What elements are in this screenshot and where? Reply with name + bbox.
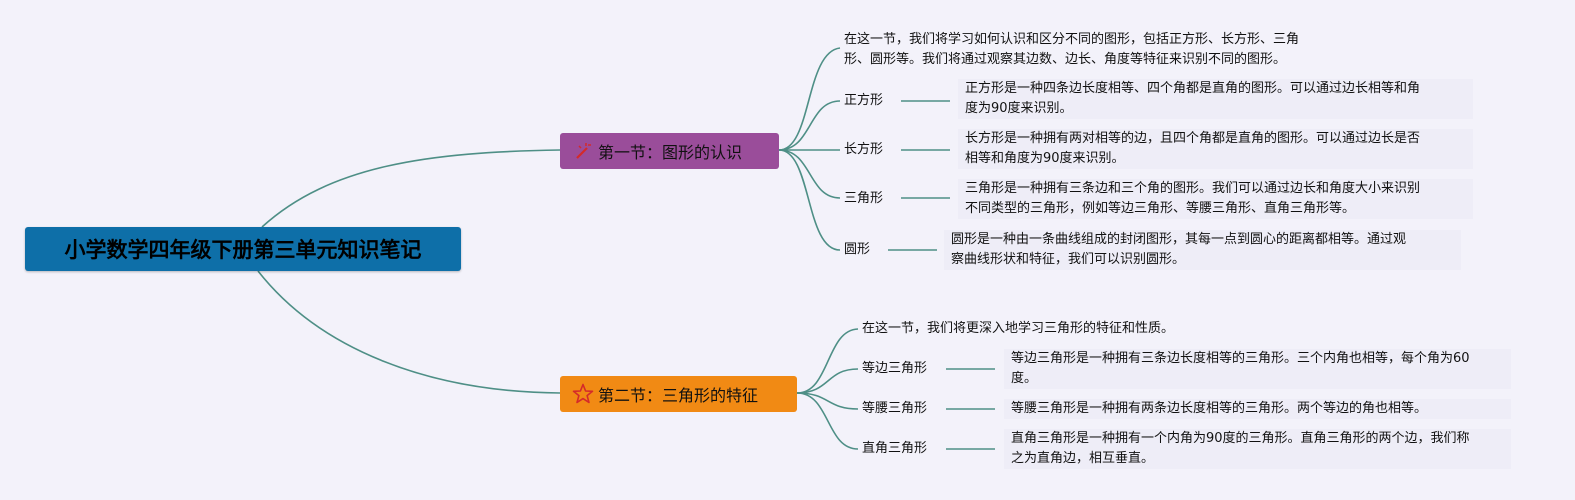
section1-item1-desc-line1: 正方形是一种四条边长度相等、四个角都是直角的图形。可以通过边长相等和角 [965,81,1421,96]
section2-topic[interactable]: 第二节：三角形的特征 [560,376,797,412]
star-icon [572,383,594,405]
section1-item2-label[interactable]: 长方形 [844,142,884,157]
connector-s1-item1 [778,100,841,151]
section1-item2-desc-line1: 长方形是一种拥有两对相等的边，且四个角都是直角的图形。可以通过边长是否 [965,131,1421,146]
section2-item2-label[interactable]: 等腰三角形 [862,401,928,416]
root-topic[interactable]: 小学数学四年级下册第三单元知识笔记 [25,227,461,271]
section2-item2-desc-line1: 等腰三角形是一种拥有两条边长度相等的三角形。两个等边的角也相等。 [1011,401,1428,416]
section2-item3-desc-line2: 之为直角边，相互垂直。 [1011,451,1155,466]
section1-item1-desc-line2: 度为90度来识别。 [965,101,1073,116]
section1-intro-line1: 在这一节，我们将学习如何认识和区分不同的图形，包括正方形、长方形、三角 [844,32,1300,47]
section1-item3-desc-line2: 不同类型的三角形，例如等边三角形、等腰三角形、直角三角形等。 [965,201,1356,216]
connector-s2-item1 [796,368,859,394]
magic-wand-icon [572,140,594,162]
section2-item3-label[interactable]: 直角三角形 [862,441,928,456]
section1-title: 第一节：图形的认识 [598,143,743,162]
section1-item3-label[interactable]: 三角形 [844,191,884,206]
section2-intro-line1: 在这一节，我们将更深入地学习三角形的特征和性质。 [862,321,1175,336]
section1-intro[interactable]: 在这一节，我们将学习如何认识和区分不同的图形，包括正方形、长方形、三角 形、圆形… [844,30,1299,70]
connector-s1-item3 [778,149,841,199]
section2-item3-desc-line1: 直角三角形是一种拥有一个内角为90度的三角形。直角三角形的两个边，我们称 [1011,431,1470,446]
section1-topic[interactable]: 第一节：图形的认识 [560,133,779,169]
section2-item1-desc[interactable]: 等边三角形是一种拥有三条边长度相等的三角形。三个内角也相等，每个角为60 度。 [1004,349,1511,389]
connector-s2-item3 [796,392,859,450]
section2-item1-desc-line1: 等边三角形是一种拥有三条边长度相等的三角形。三个内角也相等，每个角为60 [1011,351,1470,366]
root-title: 小学数学四年级下册第三单元知识笔记 [64,238,422,262]
connector-root-section1 [261,149,561,228]
connector-s2-item2 [796,392,859,410]
section2-item1-label[interactable]: 等边三角形 [862,361,928,376]
section1-item1-label[interactable]: 正方形 [844,93,884,108]
connector-s1-item4 [778,149,841,251]
section1-item2-desc[interactable]: 长方形是一种拥有两对相等的边，且四个角都是直角的图形。可以通过边长是否 相等和角… [958,129,1473,169]
section2-item1-desc-line2: 度。 [1011,371,1038,386]
connector-root-section2 [257,270,561,394]
section1-item4-desc[interactable]: 圆形是一种由一条曲线组成的封闭图形，其每一点到圆心的距离都相等。通过观 察曲线形… [944,230,1461,270]
section2-item2-desc[interactable]: 等腰三角形是一种拥有两条边长度相等的三角形。两个等边的角也相等。 [1004,399,1511,419]
section1-item3-desc-line1: 三角形是一种拥有三条边和三个角的图形。我们可以通过边长和角度大小来识别 [965,181,1421,196]
section1-item2-desc-line2: 相等和角度为90度来识别。 [965,151,1125,166]
section1-item3-desc[interactable]: 三角形是一种拥有三条边和三个角的图形。我们可以通过边长和角度大小来识别 不同类型… [958,179,1473,219]
section1-item1-desc[interactable]: 正方形是一种四条边长度相等、四个角都是直角的图形。可以通过边长相等和角 度为90… [958,79,1473,119]
connector-s2-intro [796,328,859,394]
connector-s1-intro [778,47,841,151]
section2-item3-desc[interactable]: 直角三角形是一种拥有一个内角为90度的三角形。直角三角形的两个边，我们称 之为直… [1004,429,1511,469]
section2-title: 第二节：三角形的特征 [598,386,759,405]
section1-intro-line2: 形、圆形等。我们将通过观察其边数、边长、角度等特征来识别不同的图形。 [844,52,1287,67]
section1-item4-desc-line2: 察曲线形状和特征，我们可以识别圆形。 [951,252,1186,267]
section1-item4-desc-line1: 圆形是一种由一条曲线组成的封闭图形，其每一点到圆心的距离都相等。通过观 [951,232,1407,247]
section2-intro[interactable]: 在这一节，我们将更深入地学习三角形的特征和性质。 [862,319,1174,339]
section1-item4-label[interactable]: 圆形 [844,242,871,257]
